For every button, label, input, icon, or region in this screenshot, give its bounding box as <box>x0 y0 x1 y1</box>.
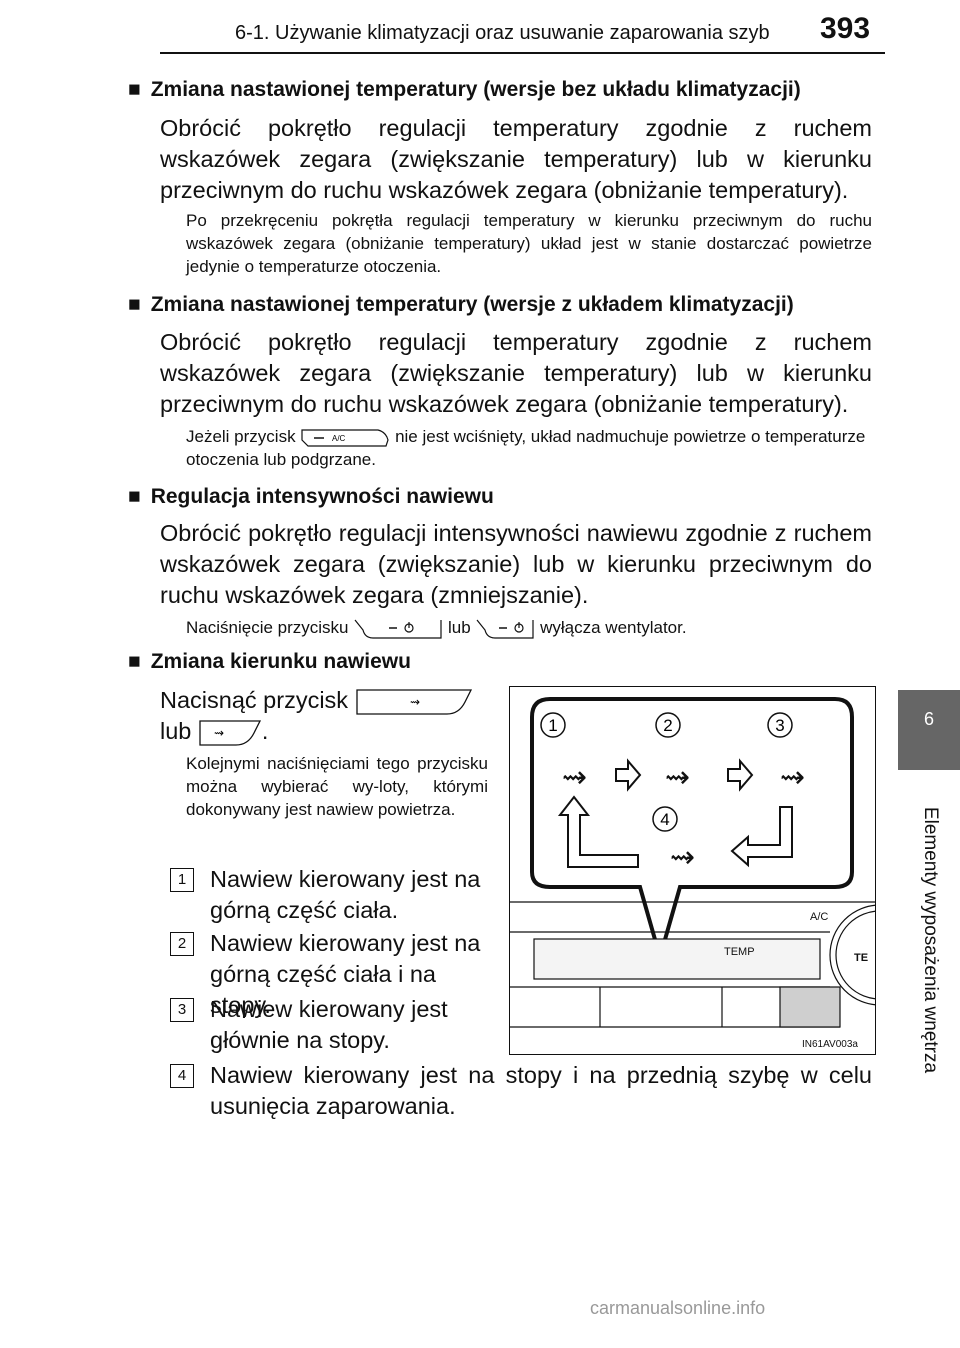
callout-2 <box>655 712 681 738</box>
arrow-up-icon <box>557 795 639 868</box>
feet-defrost-mode-icon: ⇝ <box>670 840 695 875</box>
bilevel-mode-icon: ⇝ <box>665 760 690 795</box>
svg-text:A/C: A/C <box>332 434 346 443</box>
ac-button-icon: A/C <box>301 428 389 447</box>
s4-note: Kolejnymi naciśnięciami tego przycisku m… <box>186 754 488 819</box>
svg-text:2: 2 <box>663 716 672 735</box>
s1-note: Po przekręceniu pokrętła regulacji tempe… <box>186 211 872 276</box>
item-text: Nawiew kierowany jest na stopy i na prze… <box>210 1062 872 1119</box>
item-number: 3 <box>170 998 194 1022</box>
airflow-diagram: 1 2 3 4 ⇝ ⇝ ⇝ ⇝ <box>510 697 931 1050</box>
callout-4 <box>652 806 678 832</box>
svg-text:4: 4 <box>660 810 669 829</box>
s3-note: Naciśnięcie przycisku lub wyłącza wentyl… <box>186 616 872 640</box>
figure-code: IN61AV003a <box>802 1039 858 1050</box>
item-text: Nawiew kierowany jest na górną część cia… <box>210 930 481 1018</box>
arrow-right-icon <box>615 758 642 792</box>
callout-1 <box>540 712 566 738</box>
svg-text:TEMP: TEMP <box>724 946 755 958</box>
s3-heading: ■Regulacja intensywności nawiewu <box>128 485 494 508</box>
watermark: carmanualsonline.info <box>590 1298 766 1318</box>
svg-text:3: 3 <box>775 716 784 735</box>
square-bullet-icon: ■ <box>128 650 141 673</box>
s1-heading: ■Zmiana nastawionej temperatury (wersje … <box>128 78 801 101</box>
square-bullet-icon: ■ <box>128 485 141 508</box>
item-text: Nawiew kierowany jest głównie na stopy. <box>210 996 448 1053</box>
arrow-back-icon <box>730 806 793 868</box>
face-mode-icon: ⇝ <box>562 760 587 795</box>
svg-text:⇝: ⇝ <box>410 695 420 709</box>
s2-note: Jeżeli przycisk A/C nie jest wciśnięty, … <box>186 427 866 469</box>
s1-body: Obrócić pokrętło regulacji temperatury z… <box>160 115 872 203</box>
fan-off-button-icon <box>476 619 534 639</box>
chapter-tab: 6 <box>898 690 960 770</box>
callout-3 <box>767 712 793 738</box>
chapter-title: Elementy wyposażenia wnętrza <box>910 790 950 1090</box>
square-bullet-icon: ■ <box>128 293 141 316</box>
mode-button-icon: ⇝ <box>199 720 261 746</box>
svg-text:1: 1 <box>548 716 557 735</box>
svg-text:TE: TE <box>854 952 868 964</box>
section-header: 6-1. Używanie klimatyzacji oraz usuwanie… <box>235 22 770 44</box>
page-number: 393 <box>820 12 871 45</box>
header-rule <box>160 52 885 54</box>
item-number: 1 <box>170 868 194 892</box>
svg-text:⇝: ⇝ <box>214 726 224 740</box>
item-number: 2 <box>170 932 194 956</box>
chapter-title-text: Elementy wyposażenia wnętrza <box>920 806 941 1074</box>
fan-off-button-icon <box>354 619 442 639</box>
airflow-figure: 1 2 3 4 ⇝ ⇝ ⇝ ⇝ <box>509 686 931 1055</box>
item-text: Nawiew kierowany jest na górną część cia… <box>210 866 481 923</box>
square-bullet-icon: ■ <box>128 78 141 101</box>
s3-body: Obrócić pokrętło regulacji intensywności… <box>160 520 872 608</box>
s2-body: Obrócić pokrętło regulacji temperatury z… <box>160 329 872 417</box>
s4-body: Nacisnąć przycisk ⇝ lub ⇝ . <box>160 685 500 747</box>
feet-mode-icon: ⇝ <box>780 760 805 795</box>
s4-heading: ■Zmiana kierunku nawiewu <box>128 650 411 673</box>
s2-heading: ■Zmiana nastawionej temperatury (wersje … <box>128 293 794 316</box>
item-number: 4 <box>170 1064 194 1088</box>
svg-text:A/C: A/C <box>810 911 828 923</box>
mode-button-icon: ⇝ <box>355 689 472 715</box>
arrow-right-icon <box>727 758 754 792</box>
